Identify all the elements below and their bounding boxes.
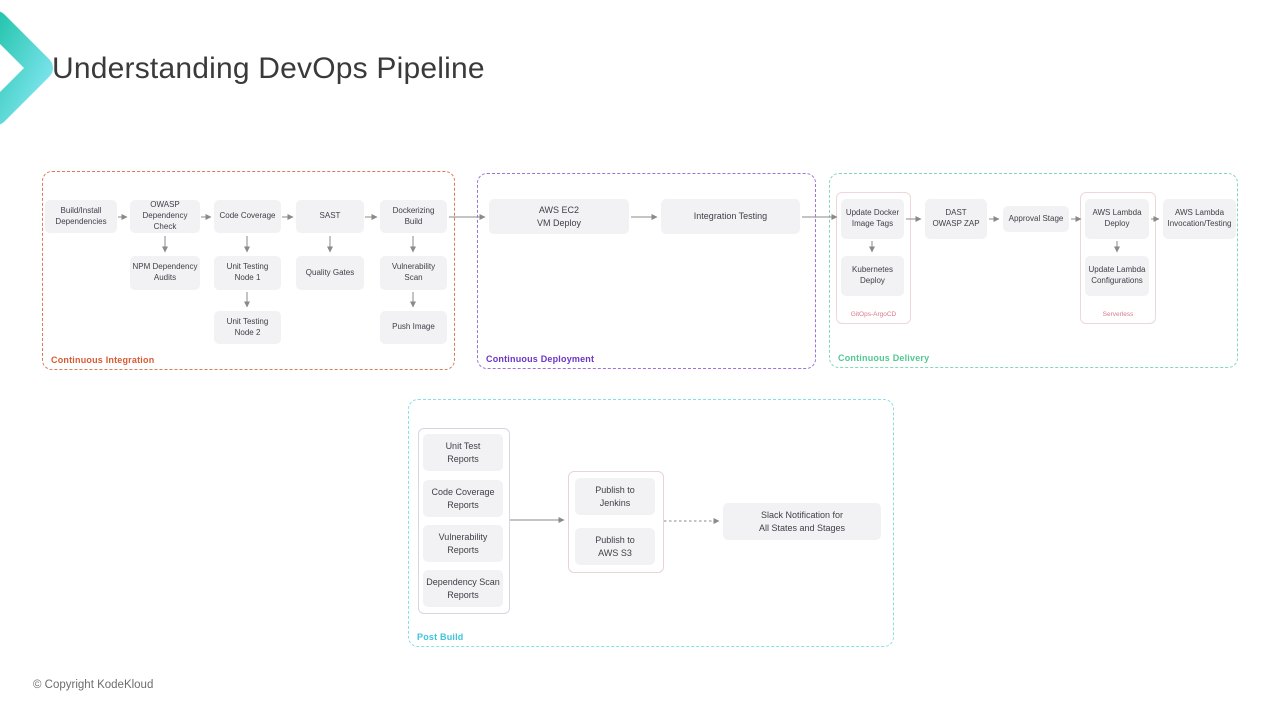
node-dockerizing-build: Dockerizing Build xyxy=(380,200,447,233)
node-kubernetes-deploy: Kubernetes Deploy xyxy=(841,256,904,296)
node-publish-to-jenkins: Publish to Jenkins xyxy=(575,478,655,515)
node-vulnerability-scan: Vulnerability Scan xyxy=(380,256,447,290)
node-aws-ec2-vm-deploy: AWS EC2 VM Deploy xyxy=(489,199,629,234)
node-push-image: Push Image xyxy=(380,311,447,344)
node-publish-to-aws-s3: Publish to AWS S3 xyxy=(575,528,655,565)
page-title: Understanding DevOps Pipeline xyxy=(52,52,485,85)
node-owasp-dependency-check: OWASP Dependency Check xyxy=(130,200,200,233)
kodekloud-logo-chevron xyxy=(0,11,53,125)
subgroup-label-gitops-argocd: GitOps-ArgoCD xyxy=(850,311,897,318)
copyright-text: © Copyright KodeKloud xyxy=(33,679,154,691)
node-vulnerability-reports: Vulnerability Reports xyxy=(423,525,503,562)
node-aws-lambda-invocation-testing: AWS Lambda Invocation/Testing xyxy=(1163,199,1236,239)
section-continuous-delivery: Continuous Delivery xyxy=(829,173,1238,368)
node-npm-dependency-audits: NPM Dependency Audits xyxy=(130,256,200,290)
node-unit-testing-node-2: Unit Testing Node 2 xyxy=(214,311,281,344)
node-sast: SAST xyxy=(296,200,364,233)
node-dast-owasp-zap: DAST OWASP ZAP xyxy=(925,199,987,239)
node-update-docker-image-tags: Update Docker Image Tags xyxy=(841,199,904,239)
section-post-build: Post Build xyxy=(408,399,894,647)
section-label-continuous-integration: Continuous Integration xyxy=(51,355,155,365)
section-continuous-deployment: Continuous Deployment xyxy=(477,173,816,369)
node-dependency-scan-reports: Dependency Scan Reports xyxy=(423,570,503,607)
node-slack-notification: Slack Notification for All States and St… xyxy=(723,503,881,540)
subgroup-label-serverless: Serverless xyxy=(1102,311,1134,318)
node-code-coverage-reports: Code Coverage Reports xyxy=(423,480,503,517)
node-quality-gates: Quality Gates xyxy=(296,256,364,290)
node-integration-testing: Integration Testing xyxy=(661,199,800,234)
node-unit-test-reports: Unit Test Reports xyxy=(423,434,503,471)
node-aws-lambda-deploy: AWS Lambda Deploy xyxy=(1085,199,1149,239)
node-approval-stage: Approval Stage xyxy=(1003,206,1069,232)
node-code-coverage: Code Coverage xyxy=(214,200,281,233)
section-label-continuous-delivery: Continuous Delivery xyxy=(838,353,930,363)
section-continuous-integration: Continuous Integration xyxy=(42,171,455,370)
node-update-lambda-configurations: Update Lambda Configurations xyxy=(1085,256,1149,296)
section-label-continuous-deployment: Continuous Deployment xyxy=(486,354,595,364)
section-label-post-build: Post Build xyxy=(417,632,464,642)
node-unit-testing-node-1: Unit Testing Node 1 xyxy=(214,256,281,290)
node-build-install-dependencies: Build/Install Dependencies xyxy=(45,200,117,233)
